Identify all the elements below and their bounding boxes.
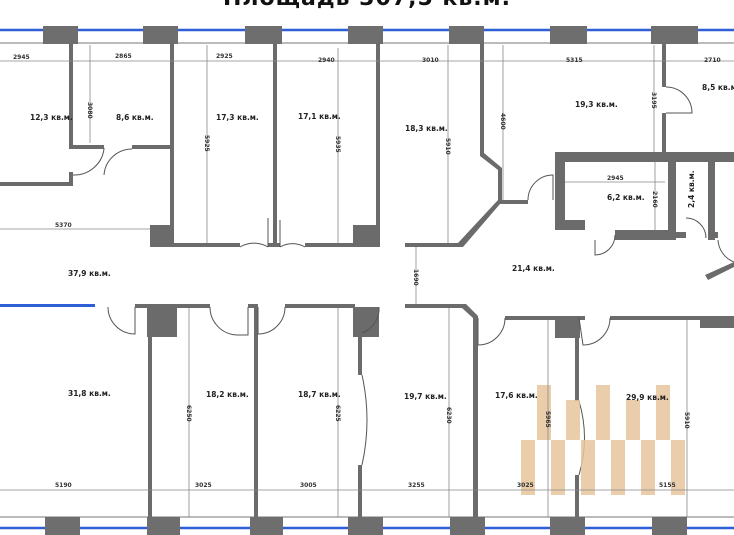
dimension-label: 2865 — [115, 53, 132, 60]
top-outer-wall — [0, 26, 734, 44]
dimension-label: 5370 — [55, 222, 72, 229]
dimension-label: 2925 — [216, 53, 233, 60]
dimension-label: 5925 — [203, 135, 210, 152]
dimension-label: 5965 — [544, 411, 551, 428]
dimension-label: 3080 — [86, 102, 93, 119]
room-area: 17,3 кв.м. — [216, 113, 259, 122]
dimension-label: 1690 — [412, 269, 419, 286]
dimension-label: 3255 — [408, 482, 425, 489]
doors — [72, 86, 734, 476]
room-area: 12,3 кв.м. — [30, 113, 73, 122]
dimension-label: 5910 — [444, 138, 451, 155]
bottom-outer-wall — [0, 516, 734, 535]
dimension-label: 3010 — [422, 57, 439, 64]
dimension-label: 3025 — [195, 482, 212, 489]
room-area: 19,7 кв.м. — [404, 392, 447, 401]
plan-title: Площадь 307,5 кв.м. — [0, 0, 734, 11]
dimension-label: 5155 — [659, 482, 676, 489]
dimension-label: 6225 — [334, 405, 341, 422]
dimension-label: 2710 — [704, 57, 721, 64]
furniture-blocks — [521, 385, 685, 495]
interior-walls — [0, 43, 734, 517]
room-area: 21,4 кв.м. — [512, 264, 555, 273]
dimension-labels: 2945 2865 2925 2940 3010 5315 2710 3080 … — [13, 53, 721, 489]
room-area: 18,7 кв.м. — [298, 390, 341, 399]
room-area: 18,3 кв.м. — [405, 124, 448, 133]
dimension-label: 5315 — [566, 57, 583, 64]
dimension-label: 6230 — [445, 407, 452, 424]
room-area: 17,1 кв.м. — [298, 112, 341, 121]
dimension-label: 6250 — [185, 405, 192, 422]
dimension-label: 4600 — [499, 113, 506, 130]
room-area: 37,9 кв.м. — [68, 269, 111, 278]
dimension-label: 3005 — [300, 482, 317, 489]
room-area: 6,2 кв.м. — [607, 193, 645, 202]
room-area: 18,2 кв.м. — [206, 390, 249, 399]
room-area: 8,5 кв.м. — [702, 83, 734, 92]
dimension-label: 2945 — [607, 175, 624, 182]
room-area: 29,9 кв.м. — [626, 393, 669, 402]
dimension-label: 2160 — [651, 191, 658, 208]
dimension-label: 2940 — [318, 57, 335, 64]
dimension-label: 5910 — [683, 412, 690, 429]
dimension-label: 3195 — [650, 92, 657, 109]
dimension-label: 2945 — [13, 54, 30, 61]
dimension-label: 5935 — [334, 136, 341, 153]
room-area: 8,6 кв.м. — [116, 113, 154, 122]
dimension-label: 3025 — [517, 482, 534, 489]
room-labels: 12,3 кв.м. 8,6 кв.м. 17,3 кв.м. 17,1 кв.… — [30, 83, 734, 402]
room-area: 31,8 кв.м. — [68, 389, 111, 398]
dimension-label: 5190 — [55, 482, 72, 489]
room-area: 19,3 кв.м. — [575, 100, 618, 109]
room-area: 17,6 кв.м. — [495, 391, 538, 400]
dimension-lines — [0, 45, 734, 517]
room-area: 2,4 кв.м. — [687, 170, 696, 208]
